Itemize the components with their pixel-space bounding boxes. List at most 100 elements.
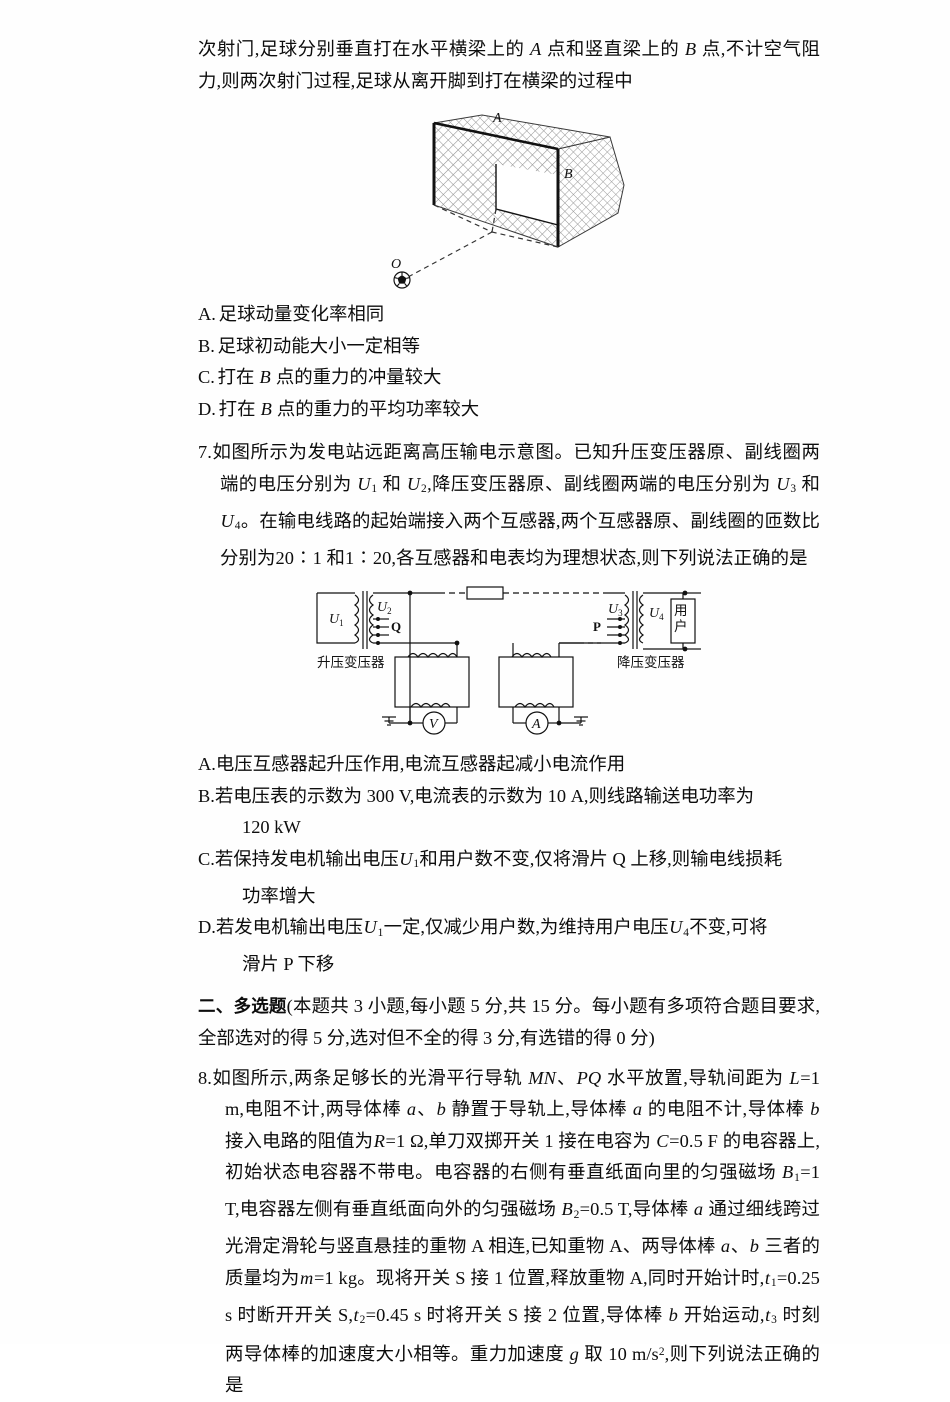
circuit-label-step-down: 降压变压器: [617, 655, 685, 671]
q8-symbol-t1-sub: 1: [770, 1277, 777, 1289]
q8-l2b: 、: [416, 1099, 437, 1119]
q6-stem-line1-part2: 点和竖直梁上的: [541, 39, 685, 59]
goal-label-O: O: [391, 257, 401, 272]
q7-option-c[interactable]: C.若保持发电机输出电压U1和用户数不变,仅将滑片 Q 上移,则输电线损耗 功率…: [198, 844, 820, 913]
circuit-label-U1: U1: [329, 612, 344, 628]
soccer-goal-svg: A B O: [391, 111, 625, 289]
q8-l7a: 为: [280, 1267, 300, 1288]
q7-symbol-U1: U: [357, 473, 371, 494]
q6-stem-continued: 次射门,足球分别垂直打在水平横梁上的 A 点和竖直梁上的 B 点,不计空气阻力,…: [198, 34, 820, 97]
q8-bar-a-4: a: [720, 1236, 731, 1256]
q6-option-b-label: B.: [198, 335, 215, 356]
q8-bar-a-3: a: [693, 1199, 704, 1219]
q7-stem-p2a: 电压分别为: [257, 473, 357, 494]
q7-option-a-text: 电压互感器起升压作用,电流互感器起减小电流作用: [215, 754, 626, 774]
q7-option-b[interactable]: B.若电压表的示数为 300 V,电流表的示数为 10 A,则线路输送电功率为 …: [198, 781, 820, 844]
exam-page: 次射门,足球分别垂直打在水平横梁上的 A 点和竖直梁上的 B 点,不计空气阻力,…: [198, 39, 820, 1396]
q8-symbol-L: L: [789, 1067, 800, 1088]
q6-option-c-text-post: 点的重力的冲量较大: [271, 367, 442, 387]
q8-l8b: =0.45 s 时将开关 S 接 2 位置,导体棒: [365, 1304, 669, 1325]
q7-option-d-symbol-2: U: [669, 917, 683, 937]
q8-symbol-B1-sub: 1: [794, 1171, 800, 1184]
q8-symbol-g: g: [569, 1343, 579, 1364]
q7-symbol-U3: U: [776, 473, 790, 494]
q6-option-d-symbol: B: [260, 398, 272, 419]
q8-symbol-R: R: [373, 1130, 386, 1151]
q8-bar-b-4: b: [668, 1304, 678, 1325]
q7-option-d[interactable]: D.若发电机输出电压U1一定,仅减少用户数,为维持用户电压U4不变,可将 滑片 …: [198, 912, 820, 981]
q8-symbol-t3: t: [765, 1304, 771, 1325]
q8-number: 8.: [198, 1067, 212, 1088]
q7-stem-p2d: 和: [796, 473, 820, 494]
q7-option-c-pre: 若保持发电机输出电压: [214, 848, 399, 869]
q7-stem-p2b: 和: [377, 473, 407, 494]
q8-l3c: =0.5 F 的电容器上,: [669, 1130, 821, 1151]
q8-symbol-t2-sub: 2: [359, 1314, 366, 1326]
q6-option-d-text-post: 点的重力的平均功率较大: [272, 398, 480, 419]
q6-option-d[interactable]: D.打在 B 点的重力的平均功率较大: [198, 394, 820, 426]
q7-option-b-label: B.: [198, 785, 215, 806]
q7-option-d-label: D.: [198, 917, 216, 937]
circuit-label-user: 用: [674, 603, 688, 619]
q6-option-d-text-pre: 打在: [218, 398, 261, 419]
q6-point-a-symbol: A: [530, 39, 542, 59]
q8-symbol-t3-sub: 3: [771, 1314, 777, 1326]
soccer-goal-figure: A B O: [198, 105, 820, 295]
q8-l1b: 、: [556, 1067, 577, 1088]
q7-option-c-symbol: U: [399, 848, 413, 869]
q8-l8a: 断开开关 S,: [256, 1304, 354, 1325]
q6-option-c-symbol: B: [259, 367, 271, 387]
q7-symbol-U4: U: [220, 510, 234, 531]
circuit-label-user2: 户: [674, 618, 688, 635]
q7-stem-p4: 20∶1 和1∶20,各互感器和电表均为理想状态,则下列说法正确的是: [275, 547, 808, 568]
q8-l4a: 初始状态电容器不带电。电容器的右侧有垂直纸面向里的匀强磁场: [225, 1162, 782, 1182]
q8-bar-a-1: a: [406, 1099, 417, 1119]
q8-l5b: =0.5 T,导体棒: [579, 1199, 694, 1219]
q7-option-d-post: 不变,可将: [689, 917, 768, 937]
q6-option-d-label: D.: [198, 398, 216, 419]
q6-option-b-text: 足球初动能大小一定相等: [217, 335, 420, 356]
circuit-label-P: P: [593, 619, 601, 634]
q6-option-a[interactable]: A.足球动量变化率相同: [198, 299, 820, 331]
q8-l2a: 1 m,电阻不计,两导体棒: [225, 1067, 821, 1120]
q8-l6b: 、: [730, 1236, 750, 1256]
page-content: 次射门,足球分别垂直打在水平横梁上的 A 点和竖直梁上的 B 点,不计空气阻力,…: [198, 34, 820, 1402]
q6-stem-line1-part1: 次射门,足球分别垂直打在水平横梁上的: [198, 39, 530, 59]
q8-stem: 8.如图所示,两条足够长的光滑平行导轨 MN、PQ 水平放置,导轨间距为 L=1…: [198, 1063, 820, 1402]
q7-symbol-U3-sub: 3: [790, 483, 797, 495]
q7-option-c-symbol-sub: 1: [413, 858, 420, 870]
section-2-body2: 全部选对的得 5 分,选对但不全的得 3 分,有选错的得 0 分): [198, 1028, 655, 1048]
q7-number: 7.: [198, 442, 212, 462]
q8-l7c: =0.25 s 时: [225, 1267, 820, 1325]
circuit-label-U4: U4: [649, 606, 664, 622]
q8-symbol-B1: B: [781, 1162, 794, 1182]
q8-l6a: 滑定滑轮与竖直悬挂的重物 A 相连,已知重物 A、两导体棒: [243, 1236, 721, 1256]
voltmeter-label: V: [429, 717, 439, 732]
q7-option-b-cont: 120 kW: [242, 817, 301, 837]
q8-bar-a-2: a: [632, 1099, 643, 1119]
q8-bar-b-2: b: [810, 1099, 820, 1119]
q6-option-c[interactable]: C.打在 B 点的重力的冲量较大: [198, 362, 820, 394]
q8-l2d: 的电阻不计,导体棒: [642, 1099, 810, 1119]
q7-option-c-post: 和用户数不变,仅将滑片 Q 上移,则输电线损耗: [419, 848, 783, 869]
goal-label-B: B: [564, 167, 573, 182]
q8-l8c: 开始运动,: [678, 1304, 765, 1325]
q6-option-a-label: A.: [198, 304, 216, 324]
q7-symbol-U1-sub: 1: [371, 483, 378, 495]
q6-stem-line2: 力,则两次射门过程,足球从离开脚到打在横梁的过程中: [198, 70, 633, 91]
q8-bar-b-1: b: [436, 1099, 446, 1119]
q7-option-a[interactable]: A.电压互感器起升压作用,电流互感器起减小电流作用: [198, 749, 820, 781]
q8-l5c: 通过细线跨过光: [225, 1199, 820, 1256]
section-2-title: 二、多选题: [198, 996, 287, 1017]
q7-option-d-symbol-1: U: [363, 917, 377, 937]
q6-option-b[interactable]: B.足球初动能大小一定相等: [198, 331, 820, 363]
circuit-label-U2: U2: [377, 600, 392, 616]
q7-symbol-U2-sub: 2: [421, 483, 427, 495]
q6-point-b-symbol: B: [684, 39, 697, 59]
power-transmission-circuit-figure: V: [198, 581, 820, 743]
q8-l2e: 接: [225, 1130, 244, 1151]
q7-stem-p1: 如图所示为发电站远距离高压输电示意图。已知升压变压器原、副线圈两端的: [212, 442, 820, 494]
q8-symbol-C: C: [656, 1130, 669, 1151]
q8-l3a: 入电路的阻值为: [243, 1130, 374, 1151]
q7-option-d-symbol-1-sub: 1: [377, 926, 384, 939]
